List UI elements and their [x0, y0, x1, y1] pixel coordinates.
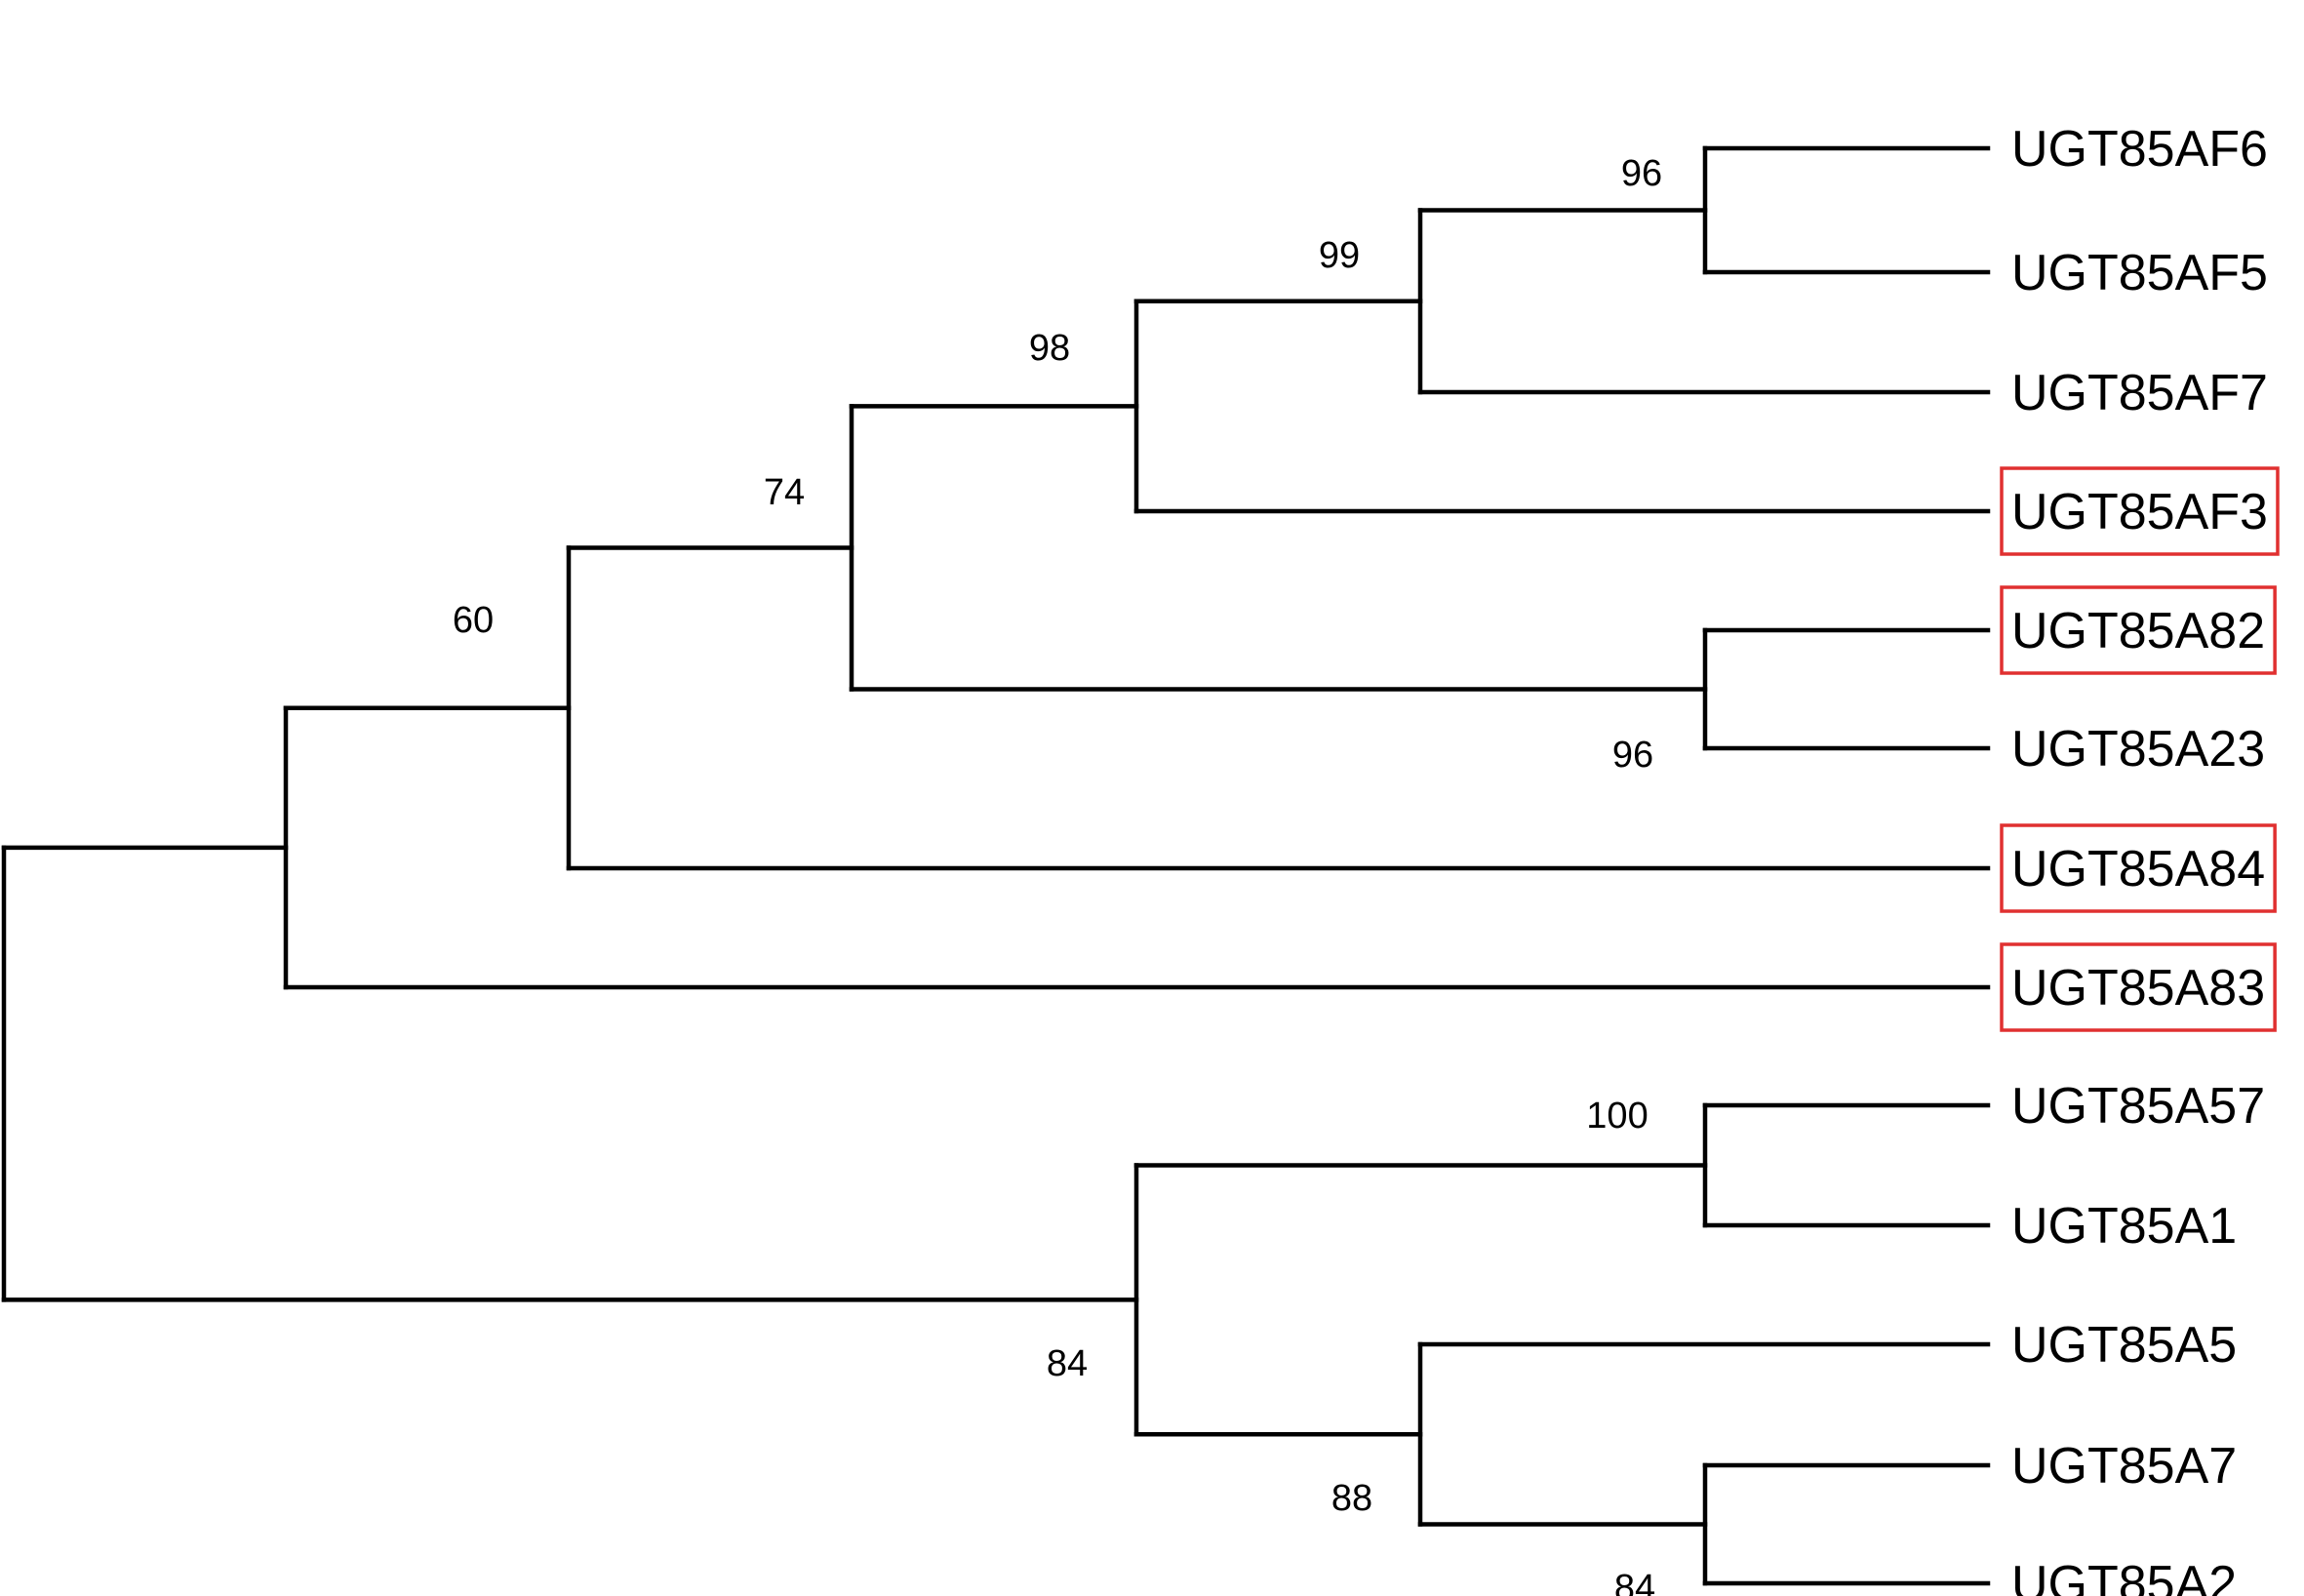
- support-value-af6-af5: 96: [1621, 153, 1662, 194]
- leaf-label: UGT85AF7: [2011, 365, 2268, 421]
- support-value-a7-a2: 84: [1614, 1568, 1655, 1596]
- support-value-af7-clade: 99: [1319, 235, 1360, 276]
- support-value-a84-clade: 60: [453, 600, 494, 641]
- leaf-label: UGT85A7: [2011, 1438, 2237, 1495]
- leaf-label: UGT85A84: [2011, 841, 2265, 898]
- support-values: 96 99 98 74 60 96 100 84 88 84: [453, 153, 1662, 1596]
- leaf-highlight-box: [2000, 823, 2277, 913]
- leaf-labels: UGT85AF6UGT85AF5UGT85AF7UGT85AF3UGT85A82…: [2000, 121, 2280, 1596]
- leaf-label: UGT85A83: [2011, 960, 2265, 1017]
- support-value-af3-clade: 98: [1029, 328, 1070, 369]
- leaf-label: UGT85A1: [2011, 1198, 2237, 1255]
- leaf-highlight-box: [2000, 942, 2277, 1032]
- support-value-a82-a23: 96: [1612, 735, 1653, 776]
- leaf-label: UGT85A2: [2011, 1556, 2237, 1596]
- support-value-af-a82-clade: 74: [764, 472, 805, 513]
- leaf-label: UGT85AF3: [2011, 484, 2268, 540]
- support-value-a57-a5-clade: 84: [1047, 1343, 1088, 1384]
- leaf-highlight-box: [2000, 466, 2280, 556]
- support-value-a5-clade: 88: [1331, 1478, 1372, 1519]
- leaf-label: UGT85A23: [2011, 721, 2265, 778]
- leaf-label: UGT85AF5: [2011, 245, 2268, 301]
- support-value-a57-a1: 100: [1586, 1096, 1648, 1137]
- leaf-label: UGT85AF6: [2011, 121, 2268, 178]
- leaf-label: UGT85A57: [2011, 1078, 2265, 1135]
- leaf-label: UGT85A5: [2011, 1317, 2237, 1374]
- tree-branches: [1, 145, 1991, 1586]
- leaf-label: UGT85A82: [2011, 603, 2265, 659]
- leaf-highlight-box: [2000, 585, 2277, 675]
